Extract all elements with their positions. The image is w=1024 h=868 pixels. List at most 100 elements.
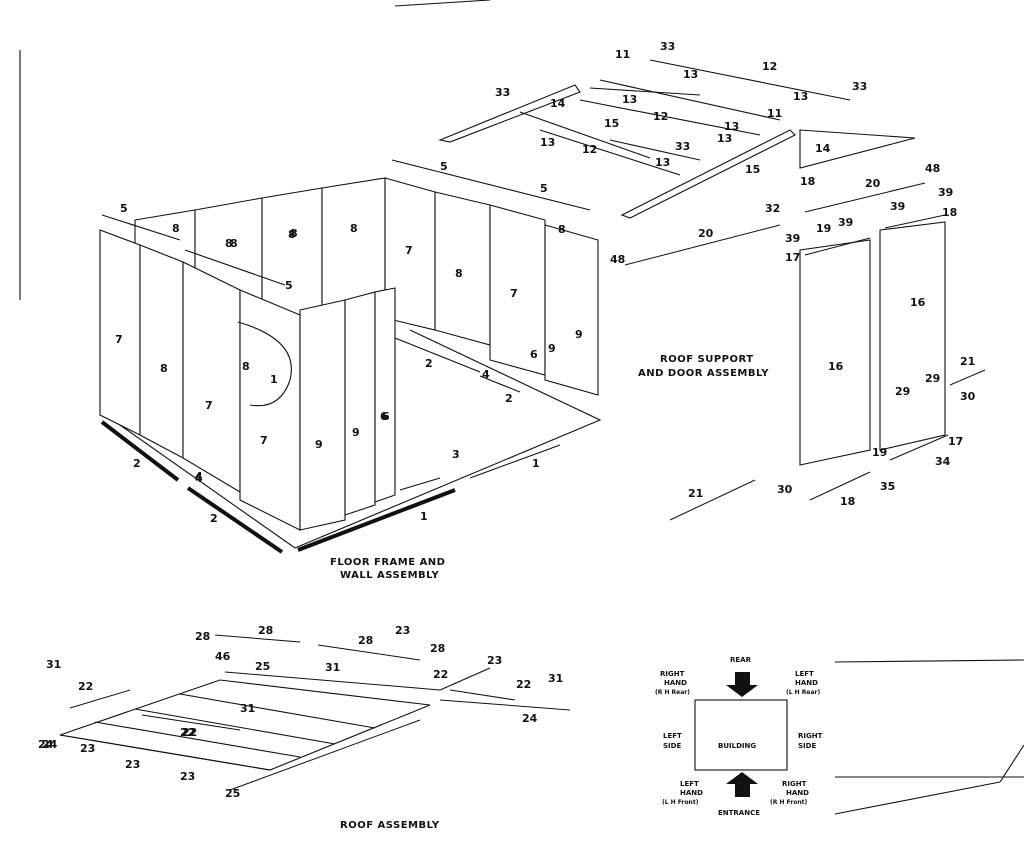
part-callout: 31 [240,702,255,715]
part-callout: 18 [840,495,855,508]
part-callout: 8 [350,222,358,235]
part-callout: 7 [510,287,518,300]
part-callout: 31 [548,672,563,685]
part-callout: 28 [430,642,445,655]
gable-truss [799,129,916,169]
door-panel [879,221,946,451]
part-callout: 23 [180,770,195,783]
door-panel [799,239,871,466]
part-callout: 22 [516,678,531,691]
part-callout: 23 [395,624,410,637]
wall-panel [344,291,376,516]
part-callout: 39 [938,186,953,199]
part-callout: 17 [948,435,963,448]
roof-support-door-assembly [438,59,986,521]
part-callout: 16 [910,296,926,309]
part-callout: 20 [865,177,881,190]
gable-truss [620,129,796,219]
right-side-label-1: RIGHT [798,732,823,740]
part-callout: 24 [42,738,58,751]
part-callout: 31 [46,658,61,671]
part-callout: 13 [622,93,637,106]
part-callout: 7 [115,333,123,346]
captions: FLOOR FRAME AND WALL ASSEMBLY ROOF SUPPO… [330,354,769,831]
part-callout: 28 [258,624,273,637]
part-callout: 39 [838,216,853,229]
part-callout: 21 [688,487,703,500]
part-callout: 28 [195,630,210,643]
part-callout: 16 [828,360,844,373]
caption-floor-wall-line2: WALL ASSEMBLY [340,570,439,581]
caption-roof-assembly: ROOF ASSEMBLY [340,820,440,831]
entrance-label: ENTRANCE [718,809,760,817]
part-callout: 9 [548,342,556,355]
rh-front-3: (R H Front) [770,799,807,806]
part-callout: 33 [660,40,675,53]
part-callout: 14 [550,97,566,110]
part-callout: 6 [382,410,390,423]
part-callout: 3 [452,448,460,461]
part-callout: 8 [160,362,168,375]
part-callout: 8 [455,267,463,280]
part-callout: 13 [683,68,698,81]
part-callout: 22 [78,680,93,693]
rh-rear-1: RIGHT [660,670,685,678]
part-callout: 4 [482,368,490,381]
part-callout: 22 [182,726,197,739]
caption-roof-support-line1: ROOF SUPPORT [660,354,754,365]
lh-front-2: HAND [680,789,703,797]
part-callout: 7 [405,244,413,257]
part-callout: 33 [852,80,867,93]
part-callout: 21 [960,355,975,368]
part-callout: 4 [195,470,203,483]
lh-rear-3: (L H Rear) [786,689,820,696]
part-callout: 13 [793,90,808,103]
part-callout: 23 [487,654,502,667]
part-callout: 2 [133,457,141,470]
wall-panel [374,287,396,503]
part-callout: 7 [260,434,268,447]
part-callout: 34 [935,455,951,468]
gable-truss [438,84,581,143]
part-callout: 48 [610,253,625,266]
part-callout: 5 [540,182,548,195]
part-callout: 28 [358,634,373,647]
wall-panel [182,261,241,493]
part-callout: 29 [925,372,940,385]
left-side-label-2: SIDE [663,742,681,750]
part-callout: 5 [285,279,293,292]
part-callout: 33 [495,86,510,99]
right-side-label-2: SIDE [798,742,816,750]
part-callout: 33 [675,140,690,153]
part-callout: 46 [215,650,231,663]
part-callout: 20 [698,227,714,240]
part-callout: 13 [717,132,732,145]
wall-panel [544,224,599,396]
part-callout: 11 [767,107,782,120]
part-callout: 29 [895,385,910,398]
building-outline [694,699,788,771]
part-callout: 25 [225,787,240,800]
part-callout: 2 [210,512,218,525]
part-callout: 1 [270,373,278,386]
part-callout: 11 [615,48,630,61]
part-callout: 13 [724,120,739,133]
part-callout: 24 [522,712,538,725]
part-callout: 22 [433,668,448,681]
part-callout: 9 [315,438,323,451]
part-callout: 5 [440,160,448,173]
lh-front-3: (L H Front) [662,799,699,806]
part-callout: 39 [890,200,905,213]
part-callout: 32 [765,202,780,215]
part-callout: 8 [290,227,298,240]
part-callout: 23 [125,758,140,771]
part-callout: 12 [762,60,777,73]
part-callout: 30 [777,483,793,496]
building-label: BUILDING [718,742,756,750]
part-callout: 8 [230,237,238,250]
rear-label: REAR [730,656,752,664]
rh-front-2: HAND [786,789,809,797]
